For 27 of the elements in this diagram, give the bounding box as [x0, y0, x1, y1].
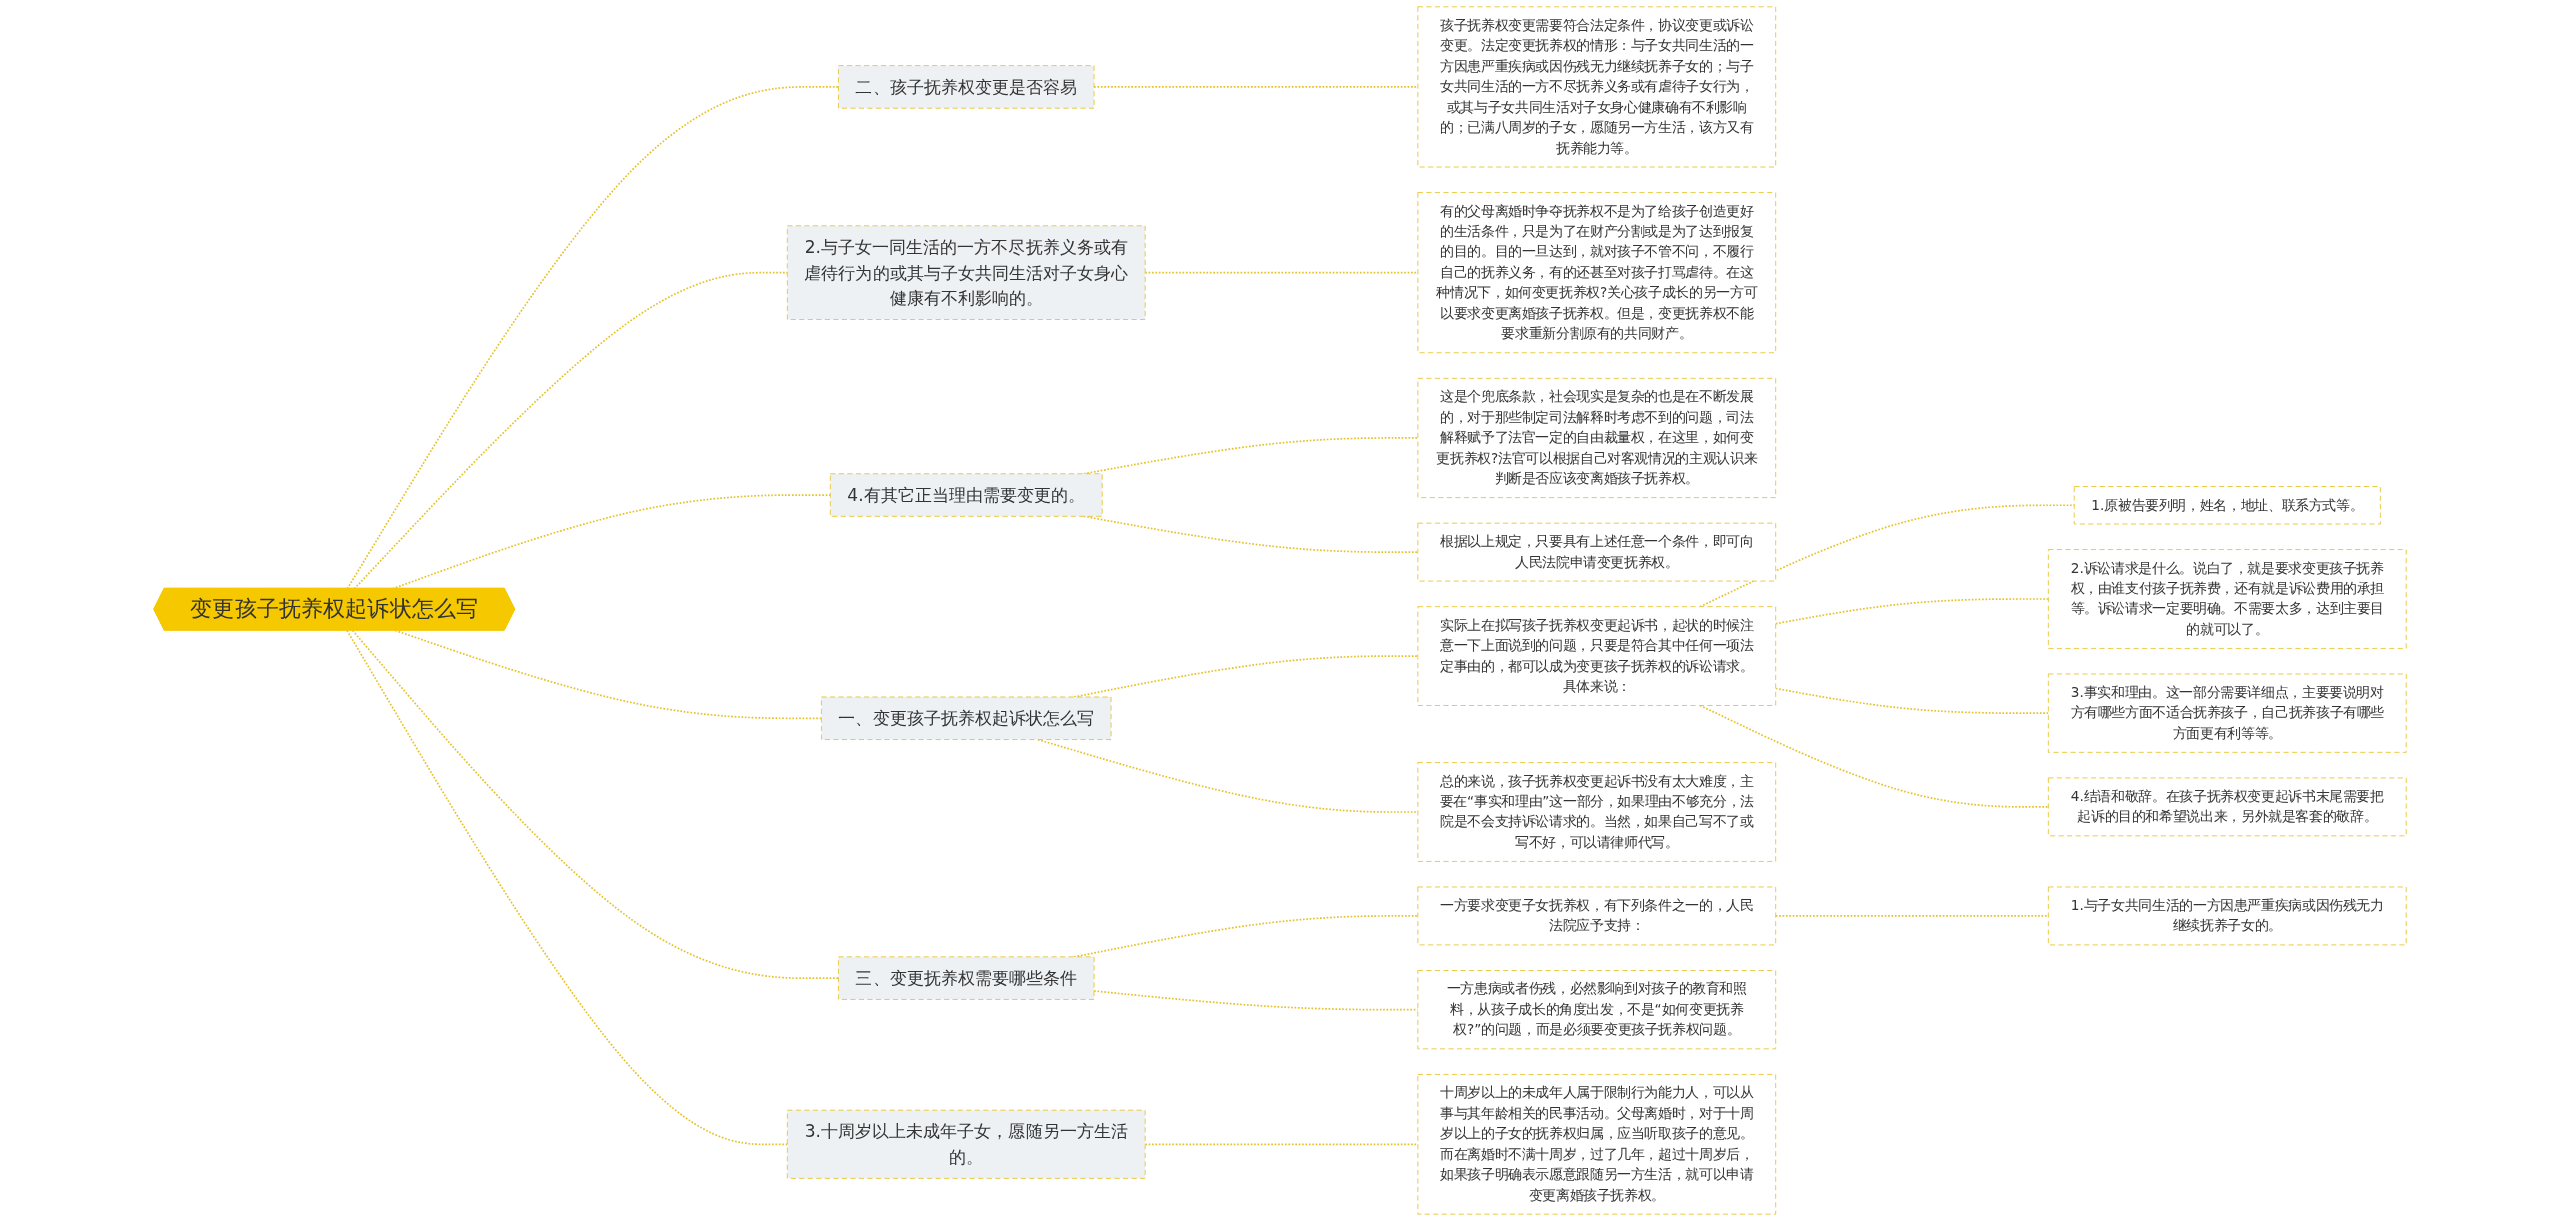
node-box [2047, 886, 2407, 946]
node-box [2047, 549, 2407, 649]
node-box [1417, 886, 1777, 946]
node-box [1417, 1074, 1777, 1215]
node-box [838, 956, 1095, 1000]
connector [1774, 915, 2050, 917]
node-box [829, 473, 1103, 517]
node-box [2047, 777, 2407, 837]
node-box [820, 696, 1112, 740]
node-box [1417, 377, 1777, 499]
node-box [2073, 486, 2381, 525]
node-box [1417, 6, 1777, 168]
node-box [1417, 606, 1777, 706]
node-box [1417, 522, 1777, 582]
connector [346, 86, 840, 590]
node-box [1417, 970, 1777, 1050]
connector [1699, 704, 2050, 808]
node-box [838, 65, 1095, 109]
node-box [2047, 673, 2407, 753]
connector [1774, 598, 2050, 625]
connector [1774, 687, 2050, 714]
connector [351, 629, 840, 979]
node-box [786, 1109, 1146, 1179]
connector [346, 629, 789, 1146]
node-box [786, 225, 1146, 320]
node-box [1417, 762, 1777, 862]
node-box [1417, 192, 1777, 354]
